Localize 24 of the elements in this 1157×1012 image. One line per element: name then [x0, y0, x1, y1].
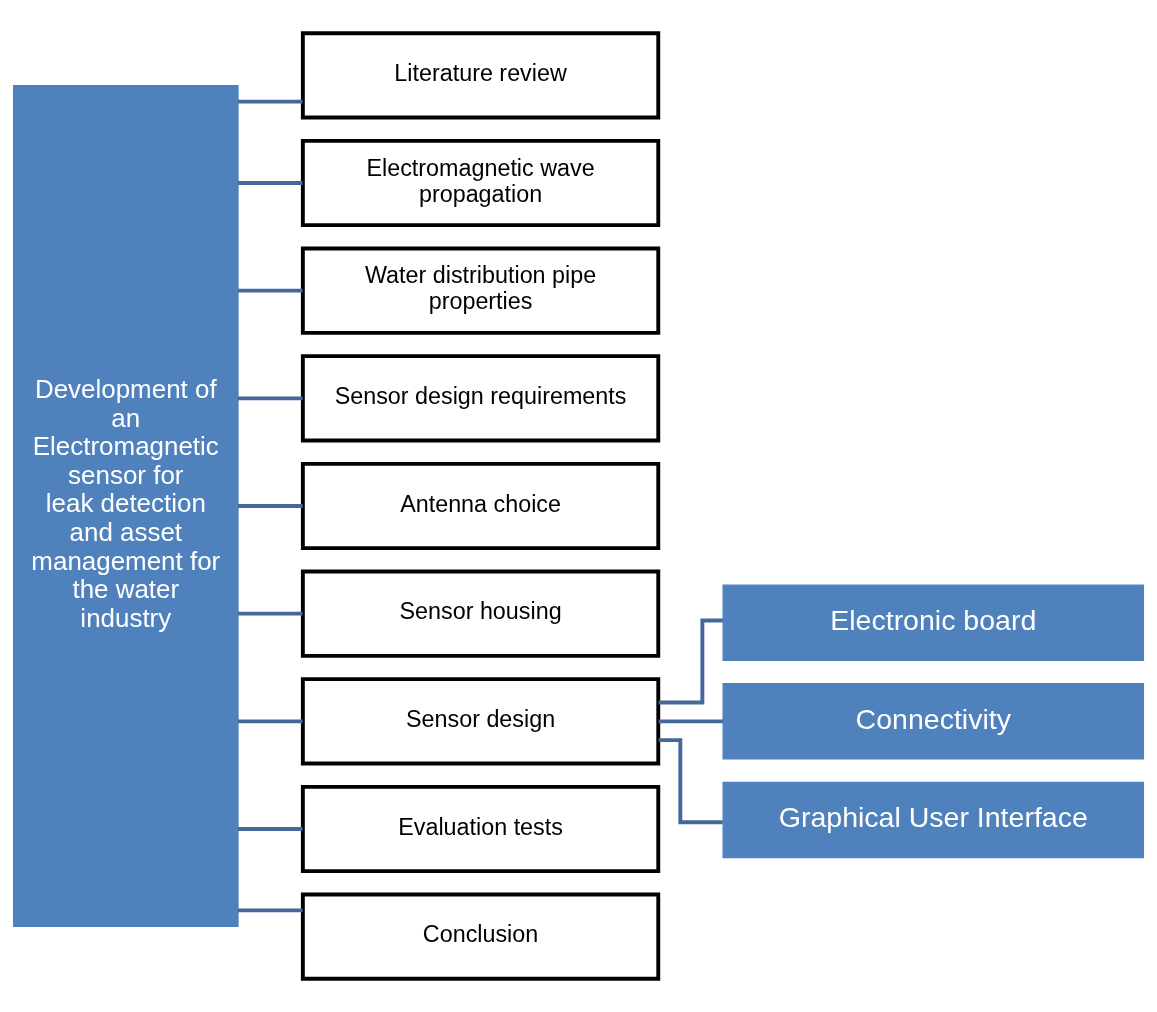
connector — [658, 738, 723, 825]
connector — [238, 908, 303, 913]
node-box: Conclusion — [300, 892, 661, 981]
node-box: Literature review — [300, 31, 661, 120]
connector — [238, 504, 303, 508]
node-box: Sensor housing — [300, 569, 661, 658]
node-box: Antenna choice — [300, 461, 661, 551]
connector — [238, 288, 303, 293]
node-box: Evaluation tests — [300, 784, 661, 874]
node-box: Development of an Electromagnetic sensor for leak detection and asset management for the water industry — [12, 85, 239, 927]
node-box: Electromagnetic wave propagation — [300, 138, 661, 228]
node-box: Connectivity — [722, 683, 1145, 760]
connector — [238, 181, 303, 185]
node-box: Graphical User Interface — [722, 781, 1145, 859]
node-box: Water distribution pipe properties — [300, 246, 661, 335]
connector — [238, 396, 303, 401]
connector — [238, 99, 303, 104]
connector — [238, 827, 303, 831]
node-box: Sensor design — [300, 677, 661, 766]
connector — [238, 719, 303, 724]
node-box: Electronic board — [722, 584, 1145, 661]
connector — [238, 611, 303, 616]
connector — [658, 719, 723, 724]
node-box: Sensor design requirements — [300, 354, 661, 443]
